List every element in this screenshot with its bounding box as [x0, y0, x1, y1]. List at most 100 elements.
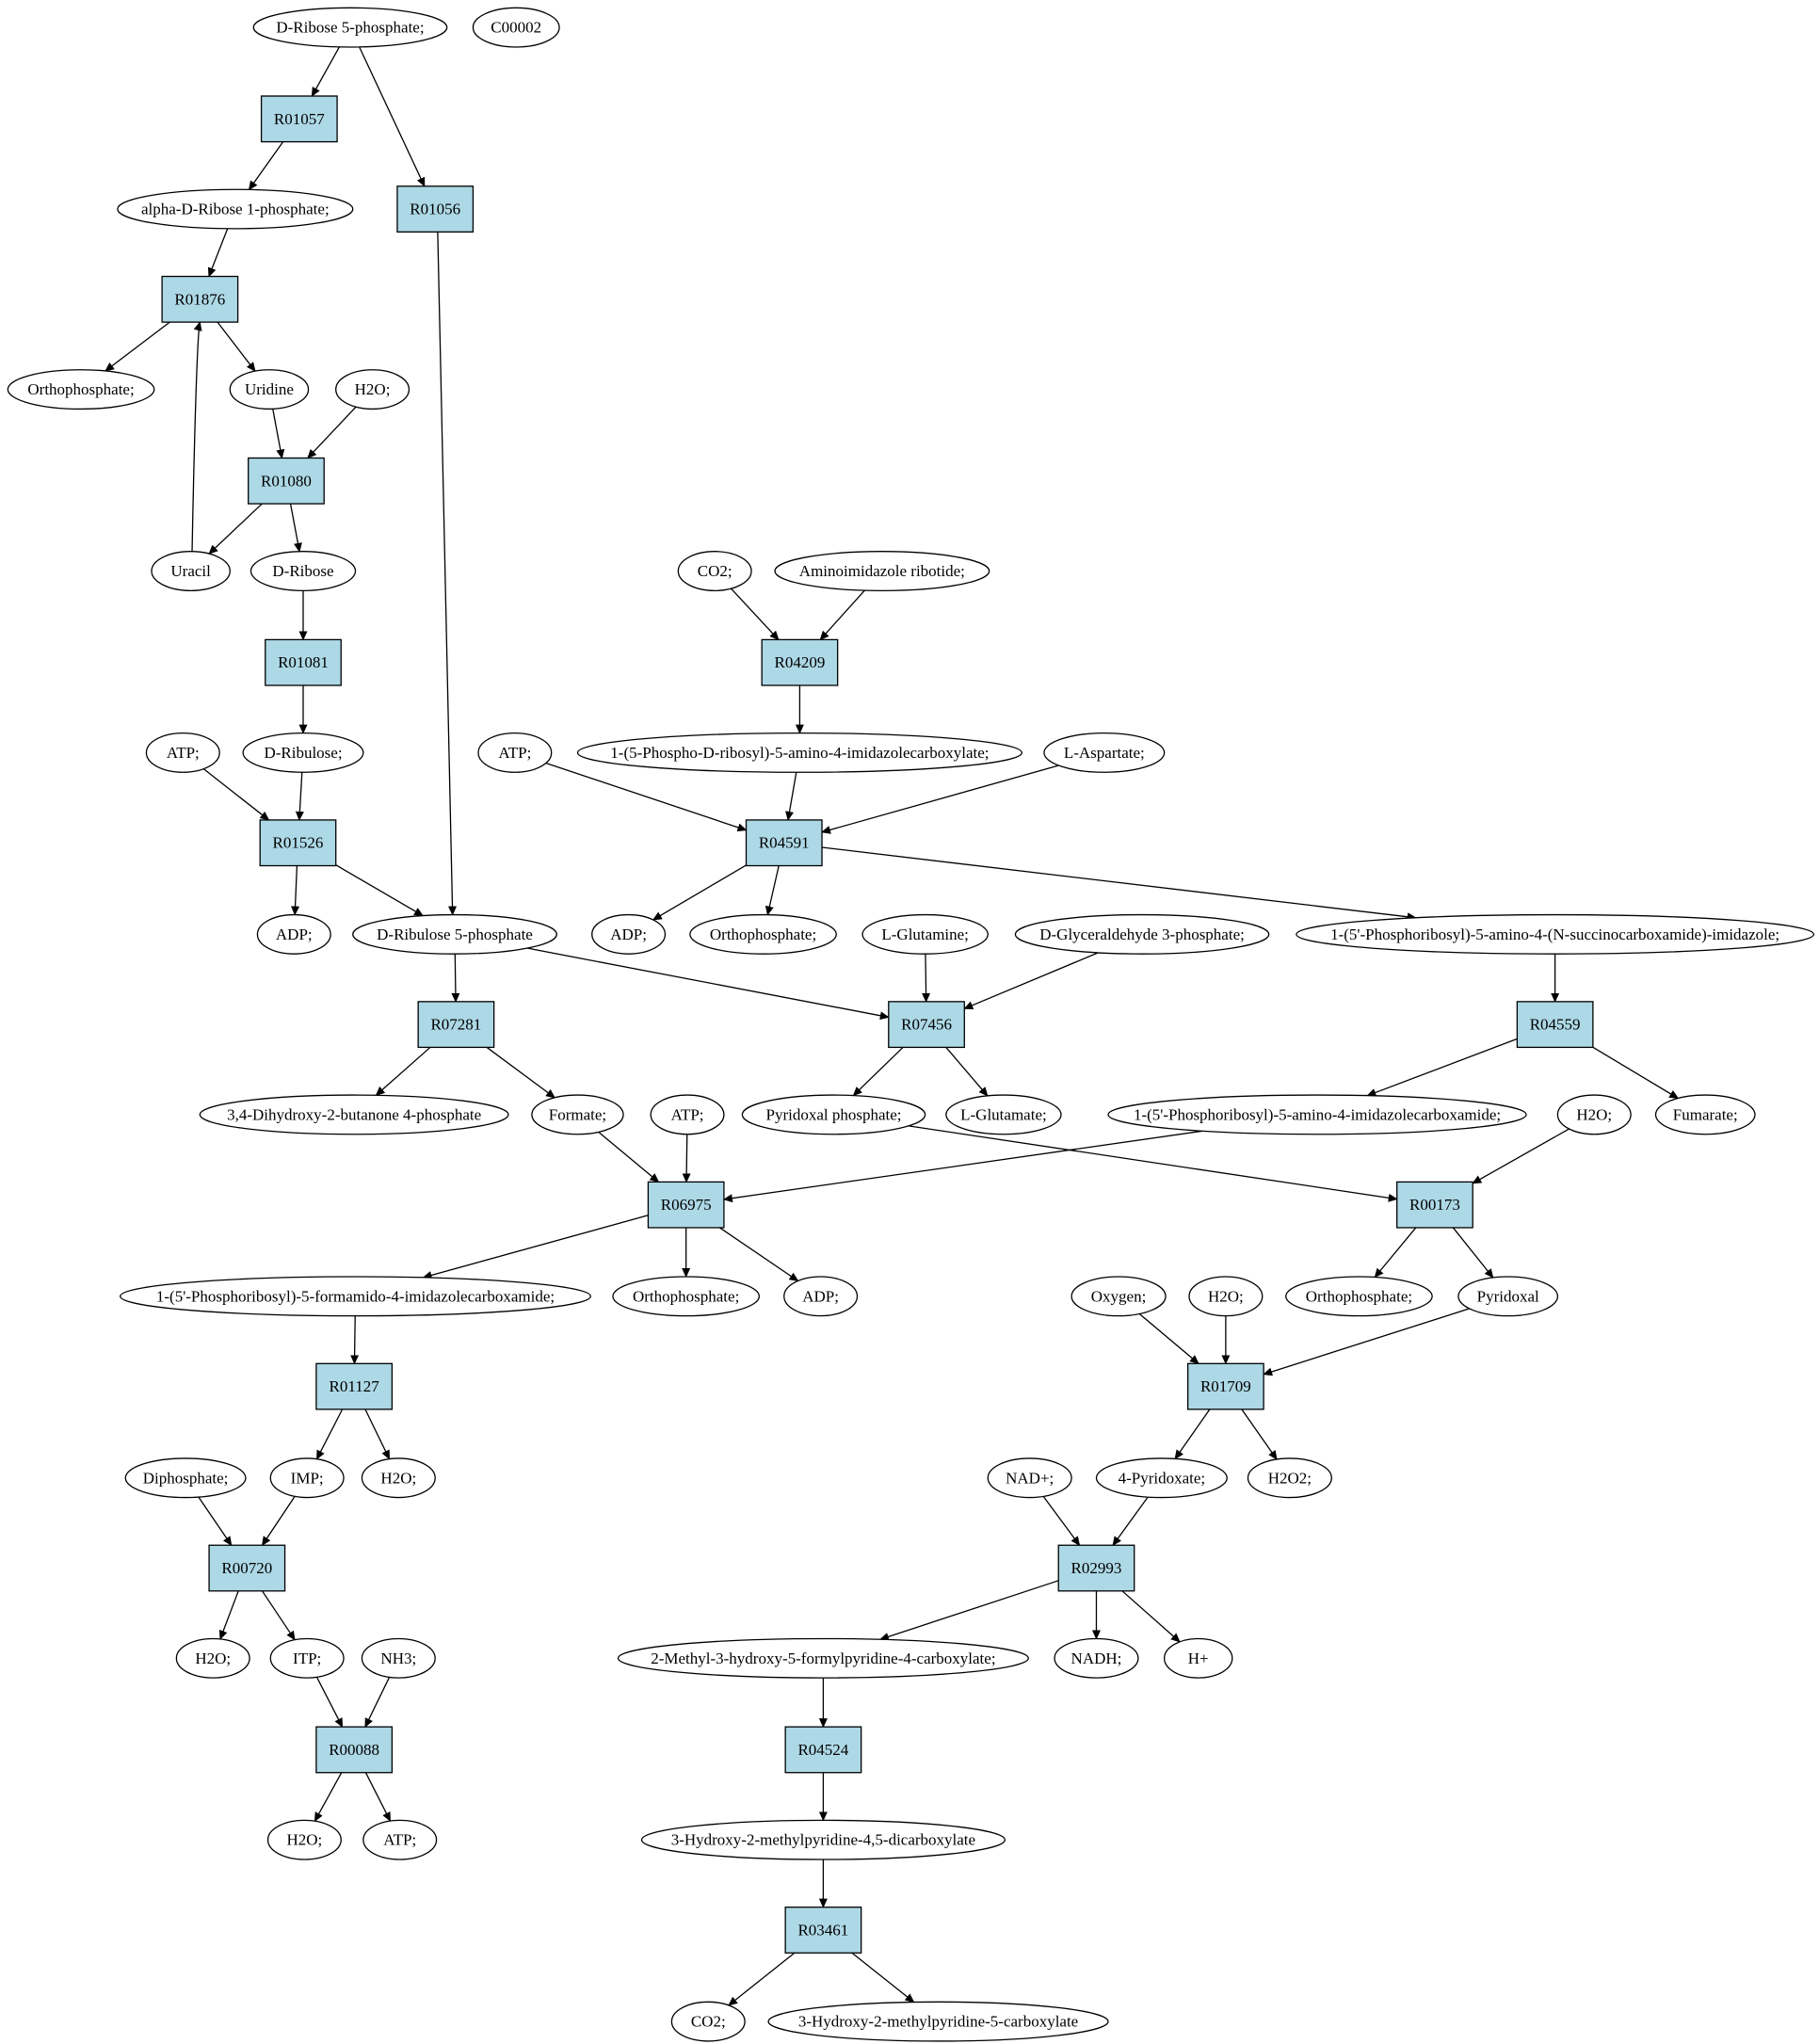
compound-node-n-h2o-a[interactable]: H2O;: [335, 369, 410, 410]
compound-node-n-co2-a[interactable]: CO2;: [677, 551, 752, 591]
compound-node-n-atp-c[interactable]: ATP;: [650, 1094, 725, 1135]
reaction-box: [396, 185, 475, 233]
node-label: H2O2;: [1268, 1469, 1312, 1487]
compound-node-n-h2o-e[interactable]: H2O;: [175, 1637, 250, 1679]
edge-R00720-to-n_itp: [261, 1590, 296, 1641]
edge-R01056-to-n_ru5p: [437, 232, 458, 916]
compound-node-n-ortho1[interactable]: Orthophosphate;: [7, 369, 155, 410]
compound-node-n-dribose[interactable]: D-Ribose: [250, 551, 357, 591]
compound-node-n-dhbp[interactable]: 3,4-Dihydroxy-2-butanone 4-phosphate: [199, 1094, 509, 1135]
compound-node-n-4pa[interactable]: 4-Pyridoxate;: [1095, 1457, 1228, 1499]
node-label: C00002: [491, 19, 541, 37]
node-label: 1-(5'-Phosphoribosyl)-5-amino-4-(N-succi…: [1330, 925, 1779, 943]
reaction-node-r04209[interactable]: R04209: [761, 638, 839, 686]
edge-n_ru5p-to-R07456: [526, 947, 890, 1021]
compound-node-n-pyridoxal[interactable]: Pyridoxal: [1457, 1276, 1559, 1317]
compound-node-n-oxygen[interactable]: Oxygen;: [1070, 1276, 1167, 1317]
edge-R01526-to-n_ru5p: [335, 864, 424, 917]
compound-node-n-ortho2[interactable]: Orthophosphate;: [689, 913, 837, 955]
compound-node-n-ortho4[interactable]: Orthophosphate;: [1285, 1276, 1433, 1317]
compound-node-n-atp-a[interactable]: ATP;: [145, 732, 220, 773]
reaction-node-r02993[interactable]: R02993: [1057, 1544, 1135, 1592]
compound-node-n-adp-c[interactable]: ADP;: [783, 1276, 859, 1317]
node-label: Fumarate;: [1673, 1105, 1738, 1123]
compound-node-n-uracil[interactable]: Uracil: [151, 551, 231, 591]
reaction-node-r00088[interactable]: R00088: [315, 1726, 394, 1774]
edge-n_nad-to-R02993: [1042, 1496, 1081, 1547]
edge-R00173-to-n_ortho4: [1374, 1227, 1417, 1279]
compound-node-n-fumarate[interactable]: Fumarate;: [1654, 1094, 1756, 1135]
reaction-node-r01526[interactable]: R01526: [259, 819, 337, 867]
compound-node-n-h2o2[interactable]: H2O2;: [1247, 1457, 1332, 1499]
compound-node-n-air[interactable]: Aminoimidazole ribotide;: [774, 551, 990, 591]
reaction-node-r01127[interactable]: R01127: [315, 1362, 394, 1410]
node-label: Orthophosphate;: [710, 925, 816, 943]
reaction-node-r07281[interactable]: R07281: [417, 1001, 495, 1049]
compound-node-n-r5p[interactable]: D-Ribose 5-phosphate;: [252, 7, 448, 48]
reaction-node-r04591[interactable]: R04591: [745, 819, 823, 867]
reaction-node-r06975[interactable]: R06975: [647, 1181, 725, 1229]
compound-node-n-atp-d[interactable]: ATP;: [362, 1819, 438, 1860]
reaction-node-r01081[interactable]: R01081: [265, 638, 342, 686]
compound-node-n-glu[interactable]: L-Glutamate;: [945, 1094, 1062, 1135]
compound-node-n-uridine[interactable]: Uridine: [229, 369, 310, 410]
compound-node-n-plp[interactable]: Pyridoxal phosphate;: [741, 1094, 926, 1135]
reaction-node-r04559[interactable]: R04559: [1516, 1001, 1594, 1049]
reaction-node-r07456[interactable]: R07456: [888, 1001, 965, 1049]
compound-ellipse: [242, 732, 364, 773]
compound-node-n-asp[interactable]: L-Aspartate;: [1043, 732, 1166, 773]
compound-node-n-h2o-b[interactable]: H2O;: [1556, 1094, 1632, 1135]
compound-ellipse: [591, 913, 667, 955]
compound-node-n-diphos[interactable]: Diphosphate;: [124, 1457, 247, 1499]
compound-node-n-saicar[interactable]: 1-(5'-Phosphoribosyl)-5-amino-4-(N-succi…: [1296, 913, 1815, 955]
compound-node-n-adp-a[interactable]: ADP;: [256, 913, 331, 955]
reaction-node-r04524[interactable]: R04524: [784, 1726, 862, 1774]
reaction-node-r00720[interactable]: R00720: [208, 1544, 286, 1592]
compound-node-n-mhfpc[interactable]: 2-Methyl-3-hydroxy-5-formylpyridine-4-ca…: [617, 1637, 1029, 1679]
node-label: R07456: [901, 1016, 952, 1034]
compound-node-n-aicar[interactable]: 1-(5'-Phosphoribosyl)-5-amino-4-imidazol…: [1107, 1094, 1527, 1135]
compound-node-n-gln[interactable]: L-Glutamine;: [861, 913, 989, 955]
compound-node-n-nad[interactable]: NAD+;: [987, 1457, 1072, 1499]
compound-node-n-adp-b[interactable]: ADP;: [591, 913, 667, 955]
compound-node-n-h2o-d[interactable]: H2O;: [361, 1457, 436, 1499]
compound-node-n-hplus[interactable]: H+: [1163, 1637, 1233, 1679]
reaction-node-r01057[interactable]: R01057: [260, 95, 338, 143]
node-label: Aminoimidazole ribotide;: [799, 562, 965, 580]
edge-n_uracil-to-R01876: [191, 321, 202, 552]
compound-ellipse: [1285, 1276, 1433, 1317]
compound-node-n-adr1p[interactable]: alpha-D-Ribose 1-phosphate;: [117, 188, 354, 230]
compound-node-n-hmpc[interactable]: 3-Hydroxy-2-methylpyridine-5-carboxylate: [767, 2001, 1109, 2042]
compound-node-n-hmpdc[interactable]: 3-Hydroxy-2-methylpyridine-4,5-dicarboxy…: [640, 1819, 1006, 1860]
edge-n_aicar-to-R06975: [722, 1130, 1203, 1203]
compound-node-n-co2-b[interactable]: CO2;: [670, 2001, 746, 2042]
compound-node-n-nadh[interactable]: NADH;: [1054, 1637, 1139, 1679]
node-label: 3-Hydroxy-2-methylpyridine-4,5-dicarboxy…: [671, 1831, 975, 1849]
compound-node-n-c00002[interactable]: C00002: [472, 7, 560, 48]
compound-node-n-ortho3[interactable]: Orthophosphate;: [612, 1276, 761, 1317]
compound-node-n-h2o-f[interactable]: H2O;: [266, 1819, 342, 1860]
compound-node-n-formate[interactable]: Formate;: [531, 1094, 624, 1135]
node-label: NADH;: [1071, 1650, 1122, 1667]
compound-node-n-atp-b[interactable]: ATP;: [477, 732, 553, 773]
reaction-node-r03461[interactable]: R03461: [784, 1907, 862, 1954]
reaction-node-r01709[interactable]: R01709: [1186, 1362, 1264, 1410]
reaction-node-r01876[interactable]: R01876: [161, 275, 239, 323]
compound-node-n-dribulose[interactable]: D-Ribulose;: [242, 732, 364, 773]
compound-node-n-faicar[interactable]: 1-(5'-Phosphoribosyl)-5-formamido-4-imid…: [120, 1276, 591, 1317]
reaction-node-r00173[interactable]: R00173: [1396, 1181, 1473, 1229]
compound-node-n-ru5p[interactable]: D-Ribulose 5-phosphate: [352, 913, 557, 955]
compound-node-n-nh3[interactable]: NH3;: [361, 1637, 436, 1679]
compound-node-n-cair[interactable]: 1-(5-Phospho-D-ribosyl)-5-amino-4-imidaz…: [576, 732, 1023, 773]
edge-n_air-to-R04209: [819, 589, 865, 641]
compound-node-n-imp[interactable]: IMP;: [269, 1457, 345, 1499]
edge-n_atp_a-to-R01526: [202, 768, 270, 821]
compound-node-n-itp[interactable]: ITP;: [269, 1637, 345, 1679]
reaction-node-r01080[interactable]: R01080: [248, 457, 325, 505]
reaction-node-r01056[interactable]: R01056: [396, 185, 475, 233]
compound-node-n-h2o-c[interactable]: H2O;: [1188, 1276, 1264, 1317]
node-label: ADP;: [276, 925, 313, 943]
compound-node-n-g3p[interactable]: D-Glyceraldehyde 3-phosphate;: [1014, 913, 1270, 955]
node-label: ATP;: [671, 1105, 704, 1123]
